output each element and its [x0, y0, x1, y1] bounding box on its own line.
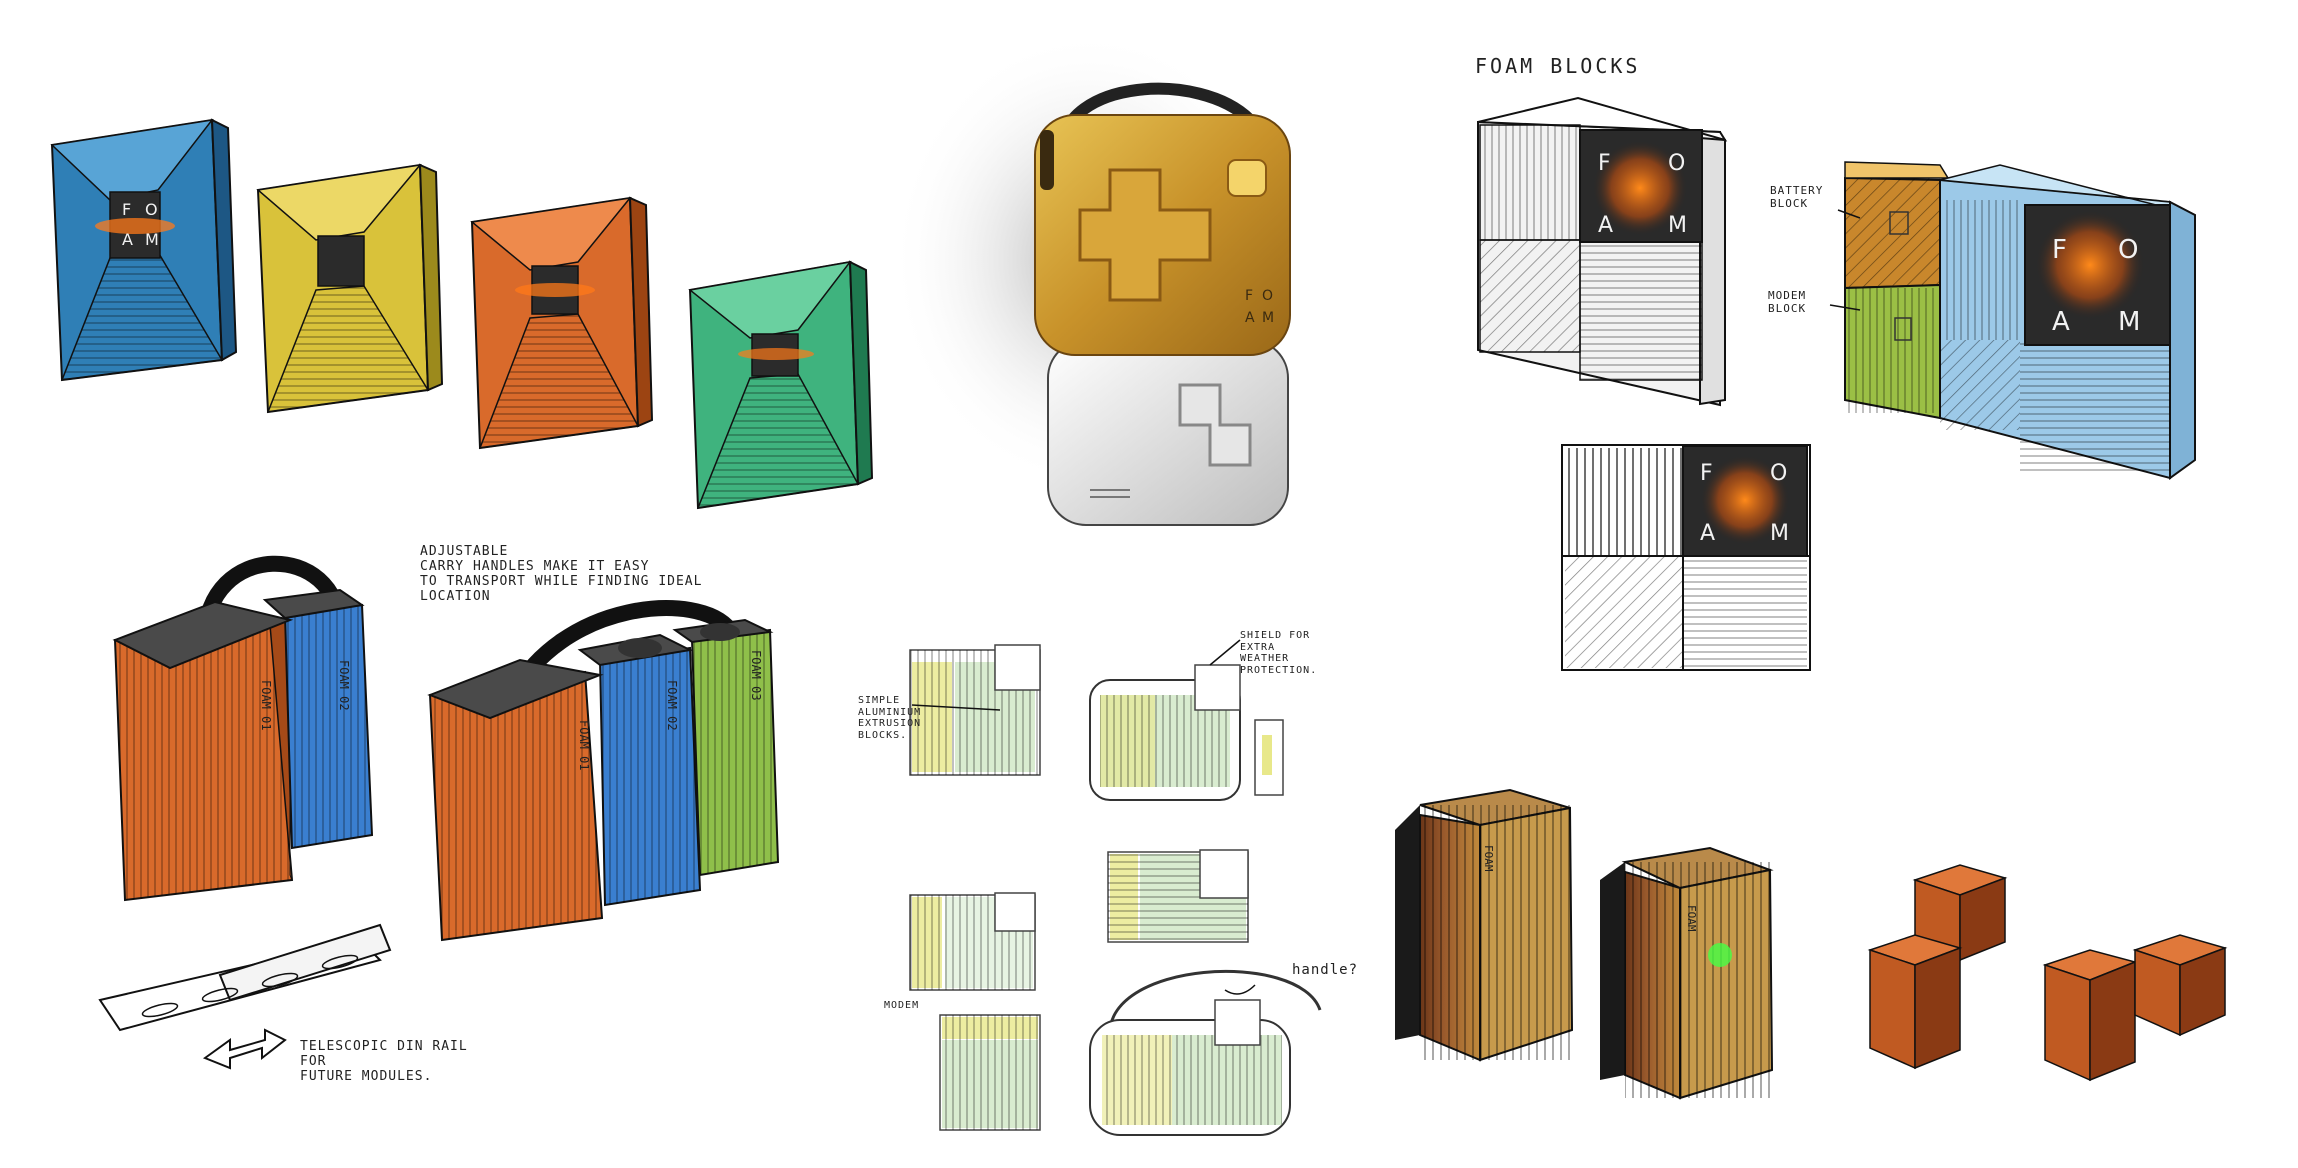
two-unit-stack [112, 555, 374, 902]
logo-letter-a: A [122, 230, 133, 249]
din-rail-note: TELESCOPIC DIN RAIL FOR FUTURE MODULES. [300, 1039, 468, 1084]
foam-03-label: FOAM 03 [749, 650, 763, 701]
foam-blocks-title: FOAM BLOCKS [1475, 54, 1641, 78]
logo-letter-f: F [1700, 461, 1713, 486]
logo-letter-a: A [2052, 307, 2070, 337]
logo-letter-f: F [122, 200, 131, 219]
logo-letter-a: A [1700, 521, 1715, 546]
pencil-sketch-5 [939, 1014, 1041, 1131]
wood-cubes-stack [1867, 864, 2008, 1070]
logo-letter-o: O [1262, 288, 1273, 304]
logo-letter-a: A [1598, 213, 1613, 238]
modem-block-note: MODEM BLOCK [1768, 289, 1807, 315]
logo-letter-o: O [145, 200, 158, 219]
foam-02-label: FOAM 02 [337, 660, 351, 711]
din-rail-sketch [98, 923, 392, 1070]
logo-letter-a: A [1245, 310, 1255, 326]
module-blue [50, 118, 238, 382]
logo-letter-m: M [145, 230, 159, 249]
carry-handles-note: ADJUSTABLE CARRY HANDLES MAKE IT EASY TO… [420, 544, 703, 604]
module-yellow [256, 163, 444, 414]
wood-unit-large [1395, 788, 1574, 1062]
pencil-sketch-4 [909, 892, 1036, 991]
foam-wood-label: FOAM [1685, 905, 1698, 932]
shield-note: SHIELD FOR EXTRA WEATHER PROTECTION. [1240, 630, 1318, 676]
logo-letter-m: M [1262, 310, 1274, 326]
pencil-sketch-radio [1089, 969, 1322, 1136]
logo-letter-f: F [1245, 288, 1253, 304]
foam-01-label: FOAM 01 [259, 680, 273, 731]
logo-letter-o: O [1668, 151, 1685, 176]
logo-letter-m: M [1668, 213, 1687, 238]
pencil-sketch-3 [1107, 849, 1249, 943]
logo-letter-o: O [1770, 461, 1787, 486]
logo-letter-o: O [2118, 235, 2138, 265]
pencil-sketch-1 [909, 644, 1041, 776]
aluminium-note: SIMPLE ALUMINIUM EXTRUSION BLOCKS. [858, 695, 922, 741]
module-orange [470, 196, 654, 450]
stacked-unit-render [890, 30, 1291, 526]
wood-unit-small [1600, 846, 1774, 1100]
foam-blocks-grid-color [1844, 161, 2196, 480]
handle-question-note: handle? [1292, 962, 1359, 978]
foam-02-label: FOAM 02 [665, 680, 679, 731]
battery-block-note: BATTERY BLOCK [1770, 184, 1824, 210]
modem-small-note: MODEM [884, 1000, 920, 1011]
wood-cubes-pair [2042, 934, 2228, 1082]
foam-wood-label: FOAM [1482, 845, 1495, 872]
three-unit-stack [427, 600, 780, 942]
foam-01-label: FOAM 01 [577, 720, 591, 771]
module-green [688, 260, 874, 510]
logo-letter-m: M [2118, 307, 2140, 337]
foam-blocks-grid-sketch [1561, 444, 1811, 671]
logo-letter-f: F [1598, 151, 1611, 176]
logo-letter-m: M [1770, 521, 1789, 546]
pencil-sketch-2 [1089, 664, 1284, 801]
logo-letter-f: F [2052, 235, 2067, 265]
foam-blocks-grid-white [1477, 96, 1728, 407]
